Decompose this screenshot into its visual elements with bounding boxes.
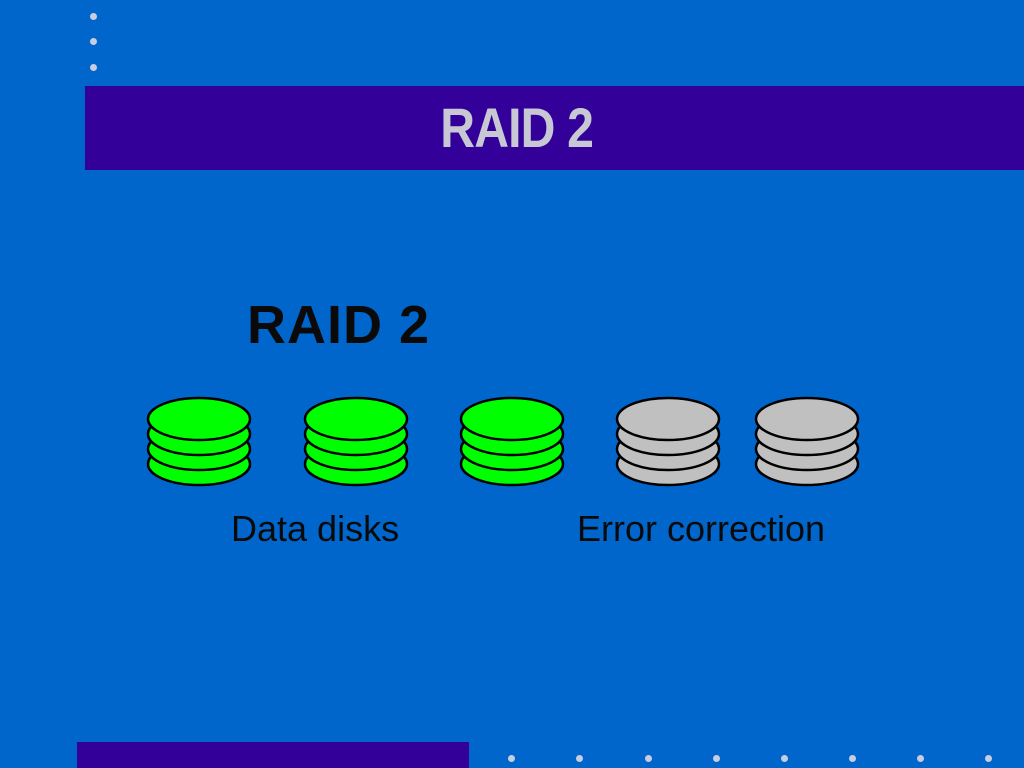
- error-correction-disk-platter: [754, 396, 860, 442]
- decorative-dot: [713, 755, 720, 762]
- decorative-dot: [90, 13, 97, 20]
- footer-band: [77, 742, 469, 768]
- error-correction-disk-stack: [754, 396, 860, 487]
- error-correction-disk-platter: [615, 396, 721, 442]
- decorative-dot: [645, 755, 652, 762]
- decorative-dot: [985, 755, 992, 762]
- data-disk-stack: [146, 396, 252, 487]
- diagram-heading: RAID 2: [247, 295, 431, 355]
- decorative-dot: [576, 755, 583, 762]
- decorative-dot: [508, 755, 515, 762]
- slide-title: RAID 2: [440, 96, 594, 159]
- decorative-dot: [781, 755, 788, 762]
- error-correction-disk-stack: [615, 396, 721, 487]
- data-disk-platter: [146, 396, 252, 442]
- data-disk-stack: [459, 396, 565, 487]
- decorative-dot: [90, 64, 97, 71]
- data-disk-platter: [303, 396, 409, 442]
- decorative-dot: [849, 755, 856, 762]
- data-disk-stack: [303, 396, 409, 487]
- title-band: RAID 2: [85, 86, 1024, 170]
- decorative-dot: [90, 38, 97, 45]
- error-correction-label: Error correction: [577, 508, 826, 549]
- data-disks-label: Data disks: [231, 508, 400, 549]
- decorative-dot: [917, 755, 924, 762]
- data-disk-platter: [459, 396, 565, 442]
